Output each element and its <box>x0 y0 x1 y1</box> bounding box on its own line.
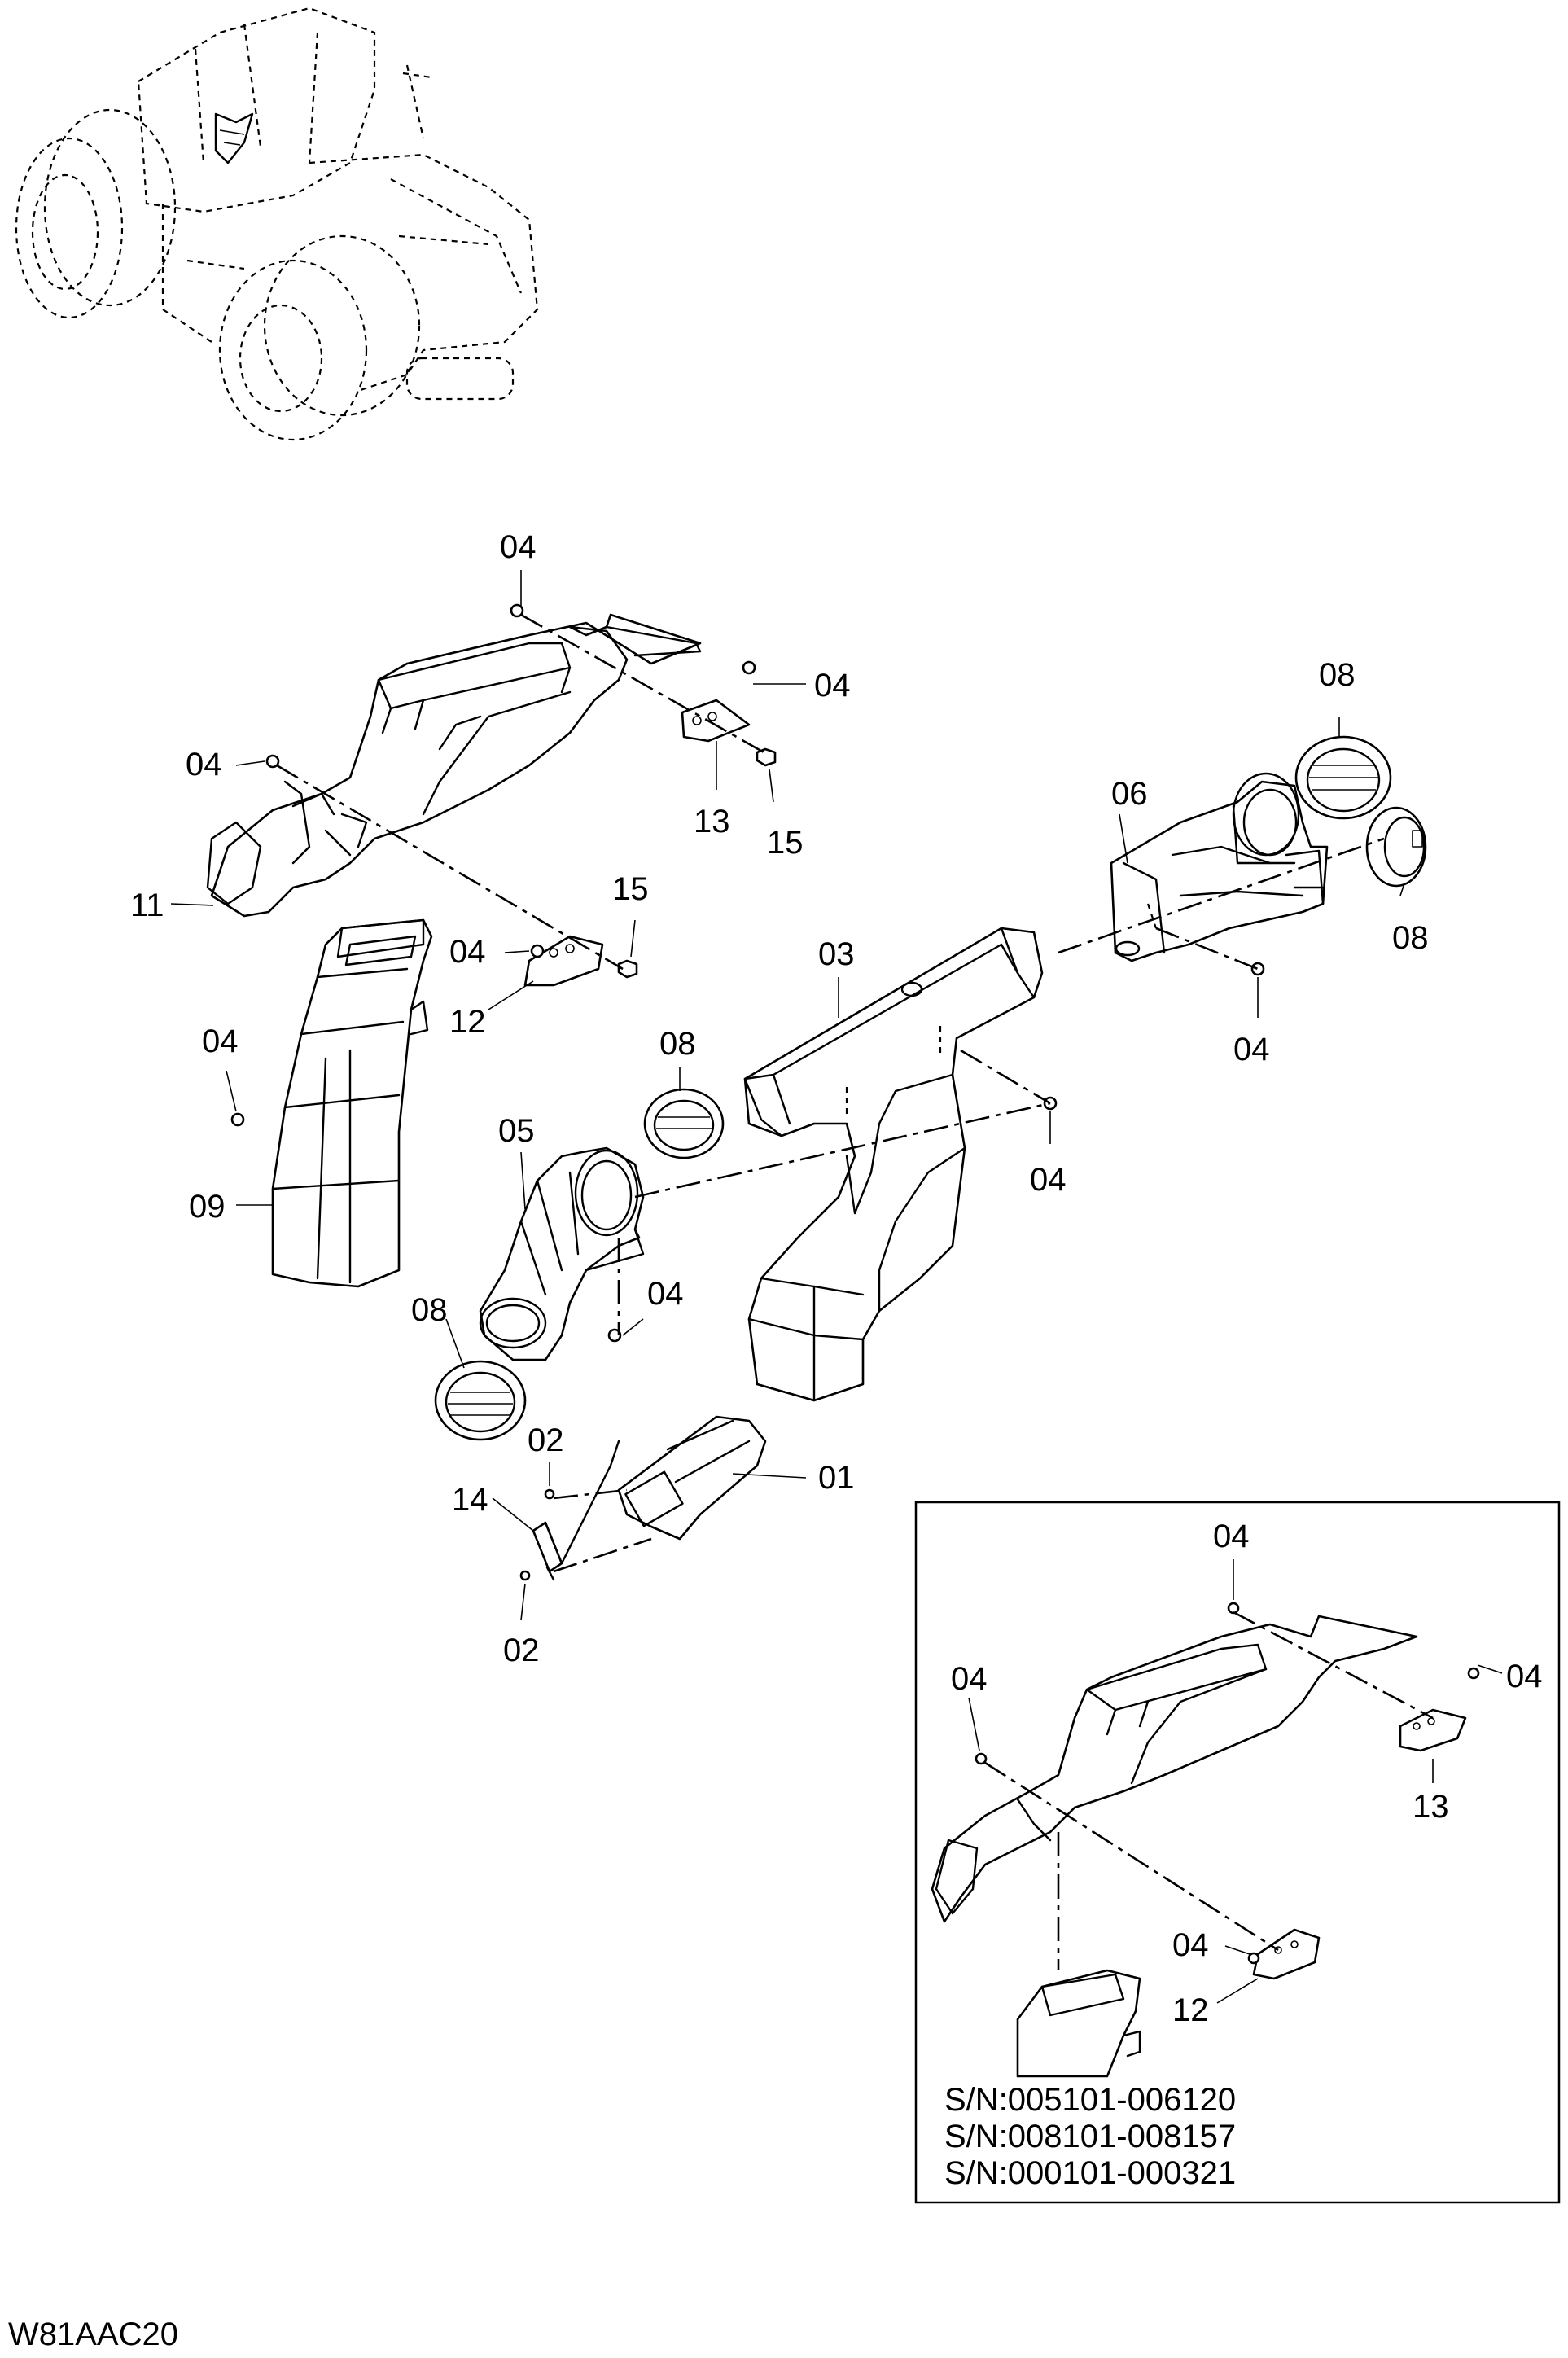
callout-09: 09 <box>189 1189 226 1225</box>
duct-05 <box>479 1146 645 1361</box>
inset-bracket-13 <box>1399 1708 1467 1752</box>
duct-06 <box>1110 772 1329 962</box>
inset-callout-04-bracket12: 04 <box>1172 1927 1209 1963</box>
callout-04-bracket12: 04 <box>449 934 486 970</box>
inset-bracket-12 <box>1252 1928 1321 1980</box>
callout-11: 11 <box>130 888 164 923</box>
inset-duct <box>931 1615 1418 1923</box>
inset-panel: 04 04 04 13 04 12 S/N:005101-006120 S/N:… <box>914 1501 1561 2204</box>
callout-03: 03 <box>818 936 855 972</box>
bracket-14 <box>532 1440 620 1581</box>
inset-leader-lines <box>968 1559 1503 2004</box>
callout-04-duct06: 04 <box>1233 1032 1270 1067</box>
callout-02-upper: 02 <box>528 1422 564 1458</box>
callout-04-left: 04 <box>186 747 222 782</box>
callout-15-upper: 15 <box>767 825 804 861</box>
callout-04-duct05: 04 <box>647 1276 684 1312</box>
callout-04-duct03: 04 <box>1030 1162 1067 1198</box>
diagram-code: W81AAC20 <box>8 2316 178 2352</box>
serial-number-1: S/N:005101-006120 <box>944 2082 1236 2118</box>
callout-02-lower: 02 <box>503 1633 540 1668</box>
inset-bolt-icon <box>975 1602 1480 1965</box>
bolt-icon <box>230 603 1265 1581</box>
vent-louver-08-low <box>434 1360 527 1441</box>
callout-08-mid: 08 <box>659 1026 696 1062</box>
vent-louver-08-top <box>1294 735 1392 820</box>
serial-number-3: S/N:000101-000321 <box>944 2155 1236 2191</box>
callout-13: 13 <box>694 804 730 839</box>
bracket-12 <box>523 935 604 987</box>
inset-callout-04-right: 04 <box>1506 1659 1543 1694</box>
duct-03 <box>743 927 1044 1402</box>
callout-08-low: 08 <box>411 1292 448 1328</box>
inset-assembly-lines <box>984 1611 1434 1970</box>
leader-lines <box>170 570 1405 1621</box>
callout-08-top: 08 <box>1319 657 1356 693</box>
callout-15-lower: 15 <box>612 871 649 907</box>
vent-louver-08-right <box>1365 806 1427 888</box>
inset-callout-labels: 04 04 04 13 04 12 <box>951 1519 1543 2028</box>
duct-11 <box>206 613 702 918</box>
module-01 <box>617 1415 767 1541</box>
callout-08-right: 08 <box>1392 920 1429 956</box>
duct-09 <box>271 918 433 1288</box>
serial-number-list: S/N:005101-006120 S/N:008101-008157 S/N:… <box>944 2082 1236 2191</box>
callout-05: 05 <box>498 1113 535 1149</box>
callout-06: 06 <box>1111 776 1148 812</box>
loader-overview-icon <box>15 7 539 441</box>
callout-04-duct09: 04 <box>202 1023 239 1059</box>
serial-number-2: S/N:008101-008157 <box>944 2119 1236 2154</box>
vent-louver-08-mid <box>643 1088 725 1159</box>
callout-04-top: 04 <box>500 529 537 565</box>
inset-callout-13: 13 <box>1413 1789 1449 1825</box>
inset-duct-lower <box>1016 1969 1141 2078</box>
bracket-13 <box>681 699 751 743</box>
inset-callout-12: 12 <box>1172 1992 1209 2028</box>
inset-callout-04-top: 04 <box>1213 1519 1250 1554</box>
callout-14: 14 <box>452 1482 488 1518</box>
inset-callout-04-left: 04 <box>951 1661 988 1697</box>
nut-icon <box>617 747 777 979</box>
assembly-lines <box>276 613 1385 1573</box>
callout-01: 01 <box>818 1460 855 1496</box>
callout-12: 12 <box>449 1004 486 1040</box>
callout-labels: 04 04 13 15 04 11 15 04 12 04 09 08 06 0… <box>130 529 1429 1668</box>
callout-04-bracket13-bolt: 04 <box>814 668 851 703</box>
